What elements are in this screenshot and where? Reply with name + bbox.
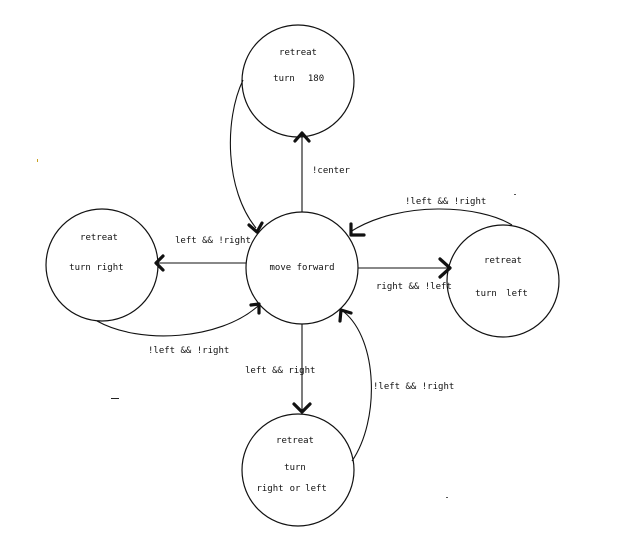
state-bottom-left: left xyxy=(305,484,327,494)
state-retreat-turn-180: retreat turn 180 xyxy=(241,24,355,138)
state-top-turn: turn xyxy=(273,74,295,84)
arrowhead-up-right xyxy=(249,302,261,315)
state-retreat-turn-left: retreat turn left xyxy=(446,224,560,338)
transition-right-to-center: !left && !right xyxy=(349,197,513,237)
transition-left-to-center-label: !left && !right xyxy=(148,346,229,356)
arrowhead-right xyxy=(438,257,452,279)
state-bottom-turn: turn xyxy=(284,463,306,473)
stray-mark xyxy=(446,497,448,498)
arrowhead-down xyxy=(292,402,312,414)
state-move-forward: move forward xyxy=(245,211,359,325)
transition-center-to-left-label: left && !right xyxy=(175,236,251,246)
state-top-angle: 180 xyxy=(308,74,324,84)
stray-mark xyxy=(111,398,119,399)
state-bottom-right: right xyxy=(256,484,283,494)
state-retreat-turn-right: retreat turn right xyxy=(45,208,159,322)
state-left-direction: right xyxy=(96,263,123,273)
state-top-title: retreat xyxy=(279,48,317,58)
transition-bottom-to-center: !left && !right xyxy=(338,308,454,462)
transition-center-to-bottom: left && right xyxy=(245,324,315,414)
arrowhead-left xyxy=(154,254,165,272)
transition-center-to-bottom-label: left && right xyxy=(245,366,315,376)
arrowhead-down xyxy=(247,221,264,234)
state-bottom-title: retreat xyxy=(276,436,314,446)
arrowhead-up xyxy=(293,131,311,143)
transition-center-to-left: left && !right xyxy=(154,236,251,272)
transition-center-to-top-label: !center xyxy=(312,166,351,176)
arrowhead-left-down xyxy=(349,222,366,237)
arrowhead-up-left xyxy=(338,308,353,323)
stray-mark xyxy=(514,194,516,195)
transition-center-to-right: right && !left xyxy=(358,257,452,292)
state-move-forward-label: move forward xyxy=(269,263,334,273)
transition-center-to-right-label: right && !left xyxy=(376,282,452,292)
stray-mark xyxy=(37,159,38,162)
state-right-turn: turn xyxy=(475,289,497,299)
transition-bottom-to-center-label: !left && !right xyxy=(373,382,454,392)
state-right-direction: left xyxy=(506,289,528,299)
state-right-title: retreat xyxy=(484,256,522,266)
state-retreat-turn-right-or-left: retreat turn right or left xyxy=(241,413,355,527)
transition-left-to-center: !left && !right xyxy=(96,302,261,356)
transition-center-to-top: !center xyxy=(293,131,351,212)
transition-top-to-center xyxy=(229,79,264,234)
state-left-title: retreat xyxy=(80,233,118,243)
transition-right-to-center-label: !left && !right xyxy=(405,197,486,207)
state-bottom-or: or xyxy=(290,484,301,494)
state-left-turn: turn xyxy=(69,263,91,273)
